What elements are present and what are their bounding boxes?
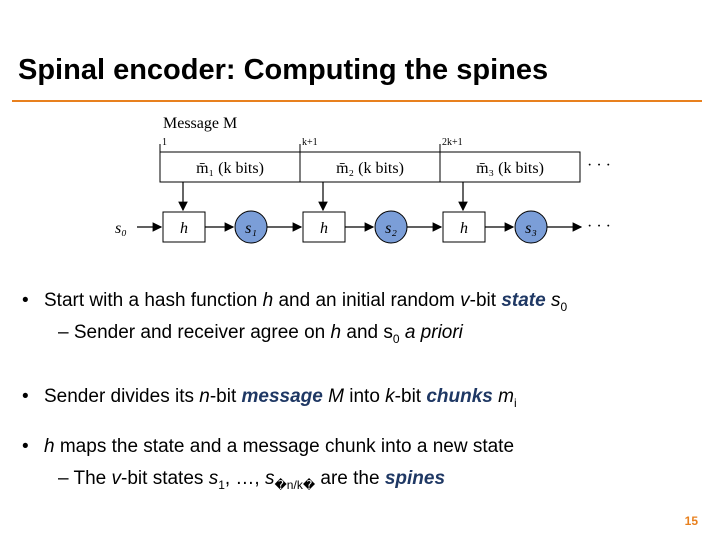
b3s-text-1: – The — [58, 468, 112, 489]
chunks-ellipsis: · · · — [587, 157, 611, 174]
initial-state-label: s₀ — [115, 220, 127, 237]
b2-k: k — [385, 386, 395, 407]
tick-label-2: k+1 — [302, 137, 318, 148]
b2-text-1: Sender divides its — [44, 386, 200, 407]
subbullet-spines: – The v-bit states s1, …, s�n/k� are the… — [58, 468, 445, 492]
hash-label-2: h — [320, 220, 328, 237]
bullet-dot: • — [22, 290, 29, 311]
b1-text-3: -bit — [469, 290, 502, 311]
b1-h: h — [262, 290, 274, 311]
b3s-sub1: 1 — [218, 477, 225, 492]
slide-title: Spinal encoder: Computing the spines — [18, 54, 549, 86]
b2-text-2: -bit — [209, 386, 242, 407]
states-ellipsis: · · · — [587, 218, 611, 235]
b3s-subnk: �n/k� — [274, 477, 316, 492]
hash-box-1 — [162, 211, 206, 243]
b1s-text-2: and s — [341, 322, 393, 343]
message-box — [159, 151, 581, 183]
state-label-1: s₁ — [245, 220, 257, 237]
page-number: 15 — [684, 514, 698, 528]
b2-text-3: into — [343, 386, 386, 407]
tick-label-3: 2k+1 — [442, 137, 463, 148]
b2-text-4: -bit — [394, 386, 427, 407]
state-label-3: s₃ — [525, 220, 537, 237]
b1-s: s — [545, 290, 561, 311]
b1-state: state — [501, 290, 546, 311]
b1s-apriori: a priori — [399, 322, 463, 343]
b1s-text-1: – Sender and receiver agree on — [58, 322, 331, 343]
b3s-s1: s — [208, 468, 219, 489]
b1-v: v — [460, 290, 470, 311]
chunk-3-label: m̄₃ (k bits) — [476, 160, 544, 177]
bullet-hash-function: • Start with a hash function h and an ini… — [22, 290, 567, 314]
chunk-2-label: m̄₂ (k bits) — [336, 160, 404, 177]
b2-chunks: chunks — [426, 386, 493, 407]
b1-text-1: Start with a hash function — [44, 290, 263, 311]
b3s-text-2: -bit states — [121, 468, 209, 489]
hash-label-3: h — [460, 220, 468, 237]
tick-label-1: 1 — [162, 137, 167, 148]
b3s-v: v — [111, 468, 122, 489]
hash-box-3 — [442, 211, 486, 243]
b1s-h: h — [330, 322, 342, 343]
b1s-sub0: 0 — [392, 331, 400, 346]
bullet-state-mapping: • h maps the state and a message chunk in… — [22, 436, 514, 458]
b3s-s: s — [265, 468, 275, 489]
title-divider — [12, 100, 702, 102]
b3-text-1: maps the state and a message chunk into … — [54, 436, 515, 457]
bullet-dot: • — [22, 386, 29, 407]
diagram-svg: Message M 1 k+1 2k+1 m̄₁ (k bits) m̄₂ (k… — [115, 115, 611, 244]
b2-message: message — [241, 386, 323, 407]
hash-label-1: h — [180, 220, 188, 237]
chunk-1-label: m̄₁ (k bits) — [196, 160, 264, 177]
b1-sub0: 0 — [560, 299, 568, 314]
b2-subi: i — [514, 395, 517, 410]
message-label: Message M — [163, 115, 237, 132]
bullet-dot: • — [22, 436, 29, 457]
bullet-message-chunks: •Sender divides its n-bit message M into… — [22, 386, 517, 410]
spinal-encoder-diagram: Message M 1 k+1 2k+1 m̄₁ (k bits) m̄₂ (k… — [105, 108, 625, 258]
b3s-spines: spines — [384, 468, 446, 489]
b2-m: m — [492, 386, 514, 407]
b3s-text-3: , …, — [224, 468, 265, 489]
state-label-2: s₂ — [385, 220, 397, 237]
b3s-text-4: are the — [315, 468, 385, 489]
b3-h: h — [44, 436, 55, 457]
subbullet-a-priori: – Sender and receiver agree on h and s0 … — [58, 322, 463, 346]
b2-n: n — [199, 386, 210, 407]
b1-text-2: and an initial random — [273, 290, 461, 311]
b2-M: M — [322, 386, 344, 407]
